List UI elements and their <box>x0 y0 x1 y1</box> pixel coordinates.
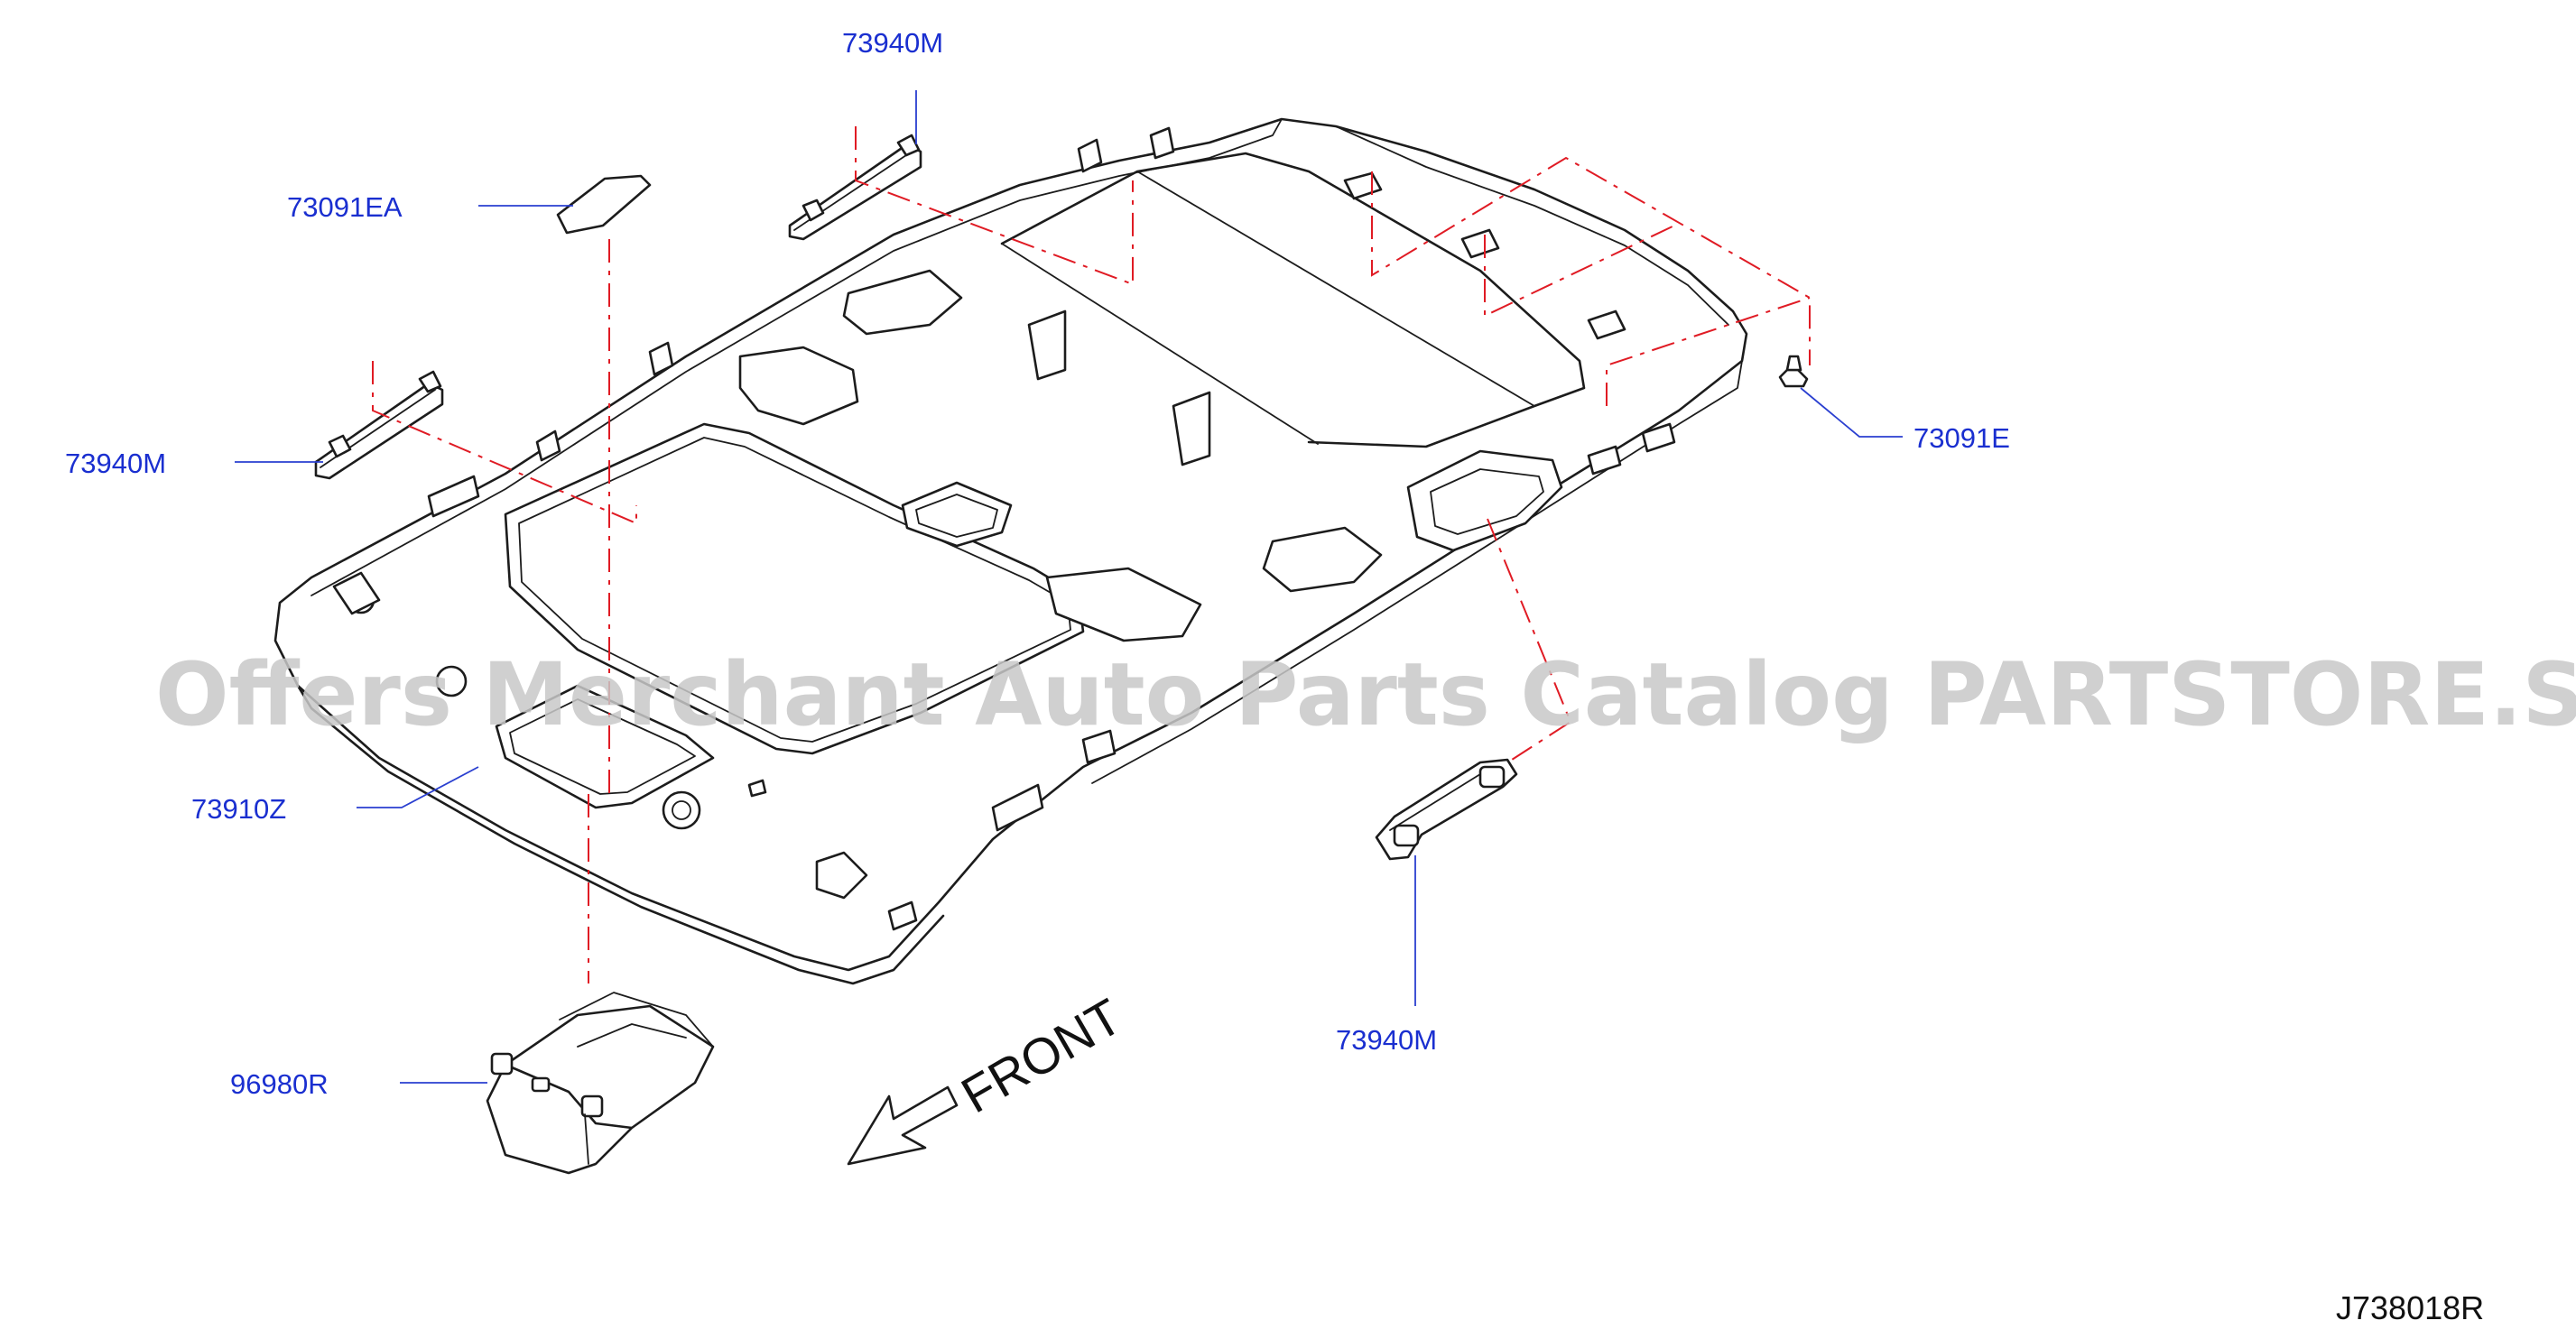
part-label-roof-patch[interactable]: 73091EA <box>287 191 403 223</box>
headlining-drawing[interactable] <box>273 117 1748 985</box>
part-label-headlining[interactable]: 73910Z <box>191 793 286 825</box>
leader-lines <box>235 90 1903 1084</box>
watermark-text: Offers Merchant Auto Parts Catalog PARTS… <box>155 644 2576 745</box>
front-label: FRONT <box>952 987 1132 1123</box>
map-lamp-drawing[interactable] <box>486 992 715 1175</box>
part-label-grip-left[interactable]: 73940M <box>65 448 166 479</box>
part-label-map-lamp[interactable]: 96980R <box>230 1068 329 1100</box>
front-direction-arrow <box>847 1085 959 1166</box>
roof-patch-drawing[interactable] <box>556 174 652 235</box>
assist-grip-right-drawing[interactable] <box>1375 758 1518 861</box>
part-label-clip[interactable]: 73091E <box>1913 422 2010 454</box>
diagram-code: J738018R <box>2336 1289 2484 1326</box>
assembly-lines <box>372 126 1811 983</box>
assist-grip-top-drawing[interactable] <box>788 134 922 241</box>
assist-grip-left-drawing[interactable] <box>314 370 444 480</box>
clip-drawing[interactable] <box>1778 355 1809 388</box>
part-label-grip-top[interactable]: 73940M <box>842 27 943 59</box>
part-label-grip-right[interactable]: 73940M <box>1336 1024 1437 1056</box>
